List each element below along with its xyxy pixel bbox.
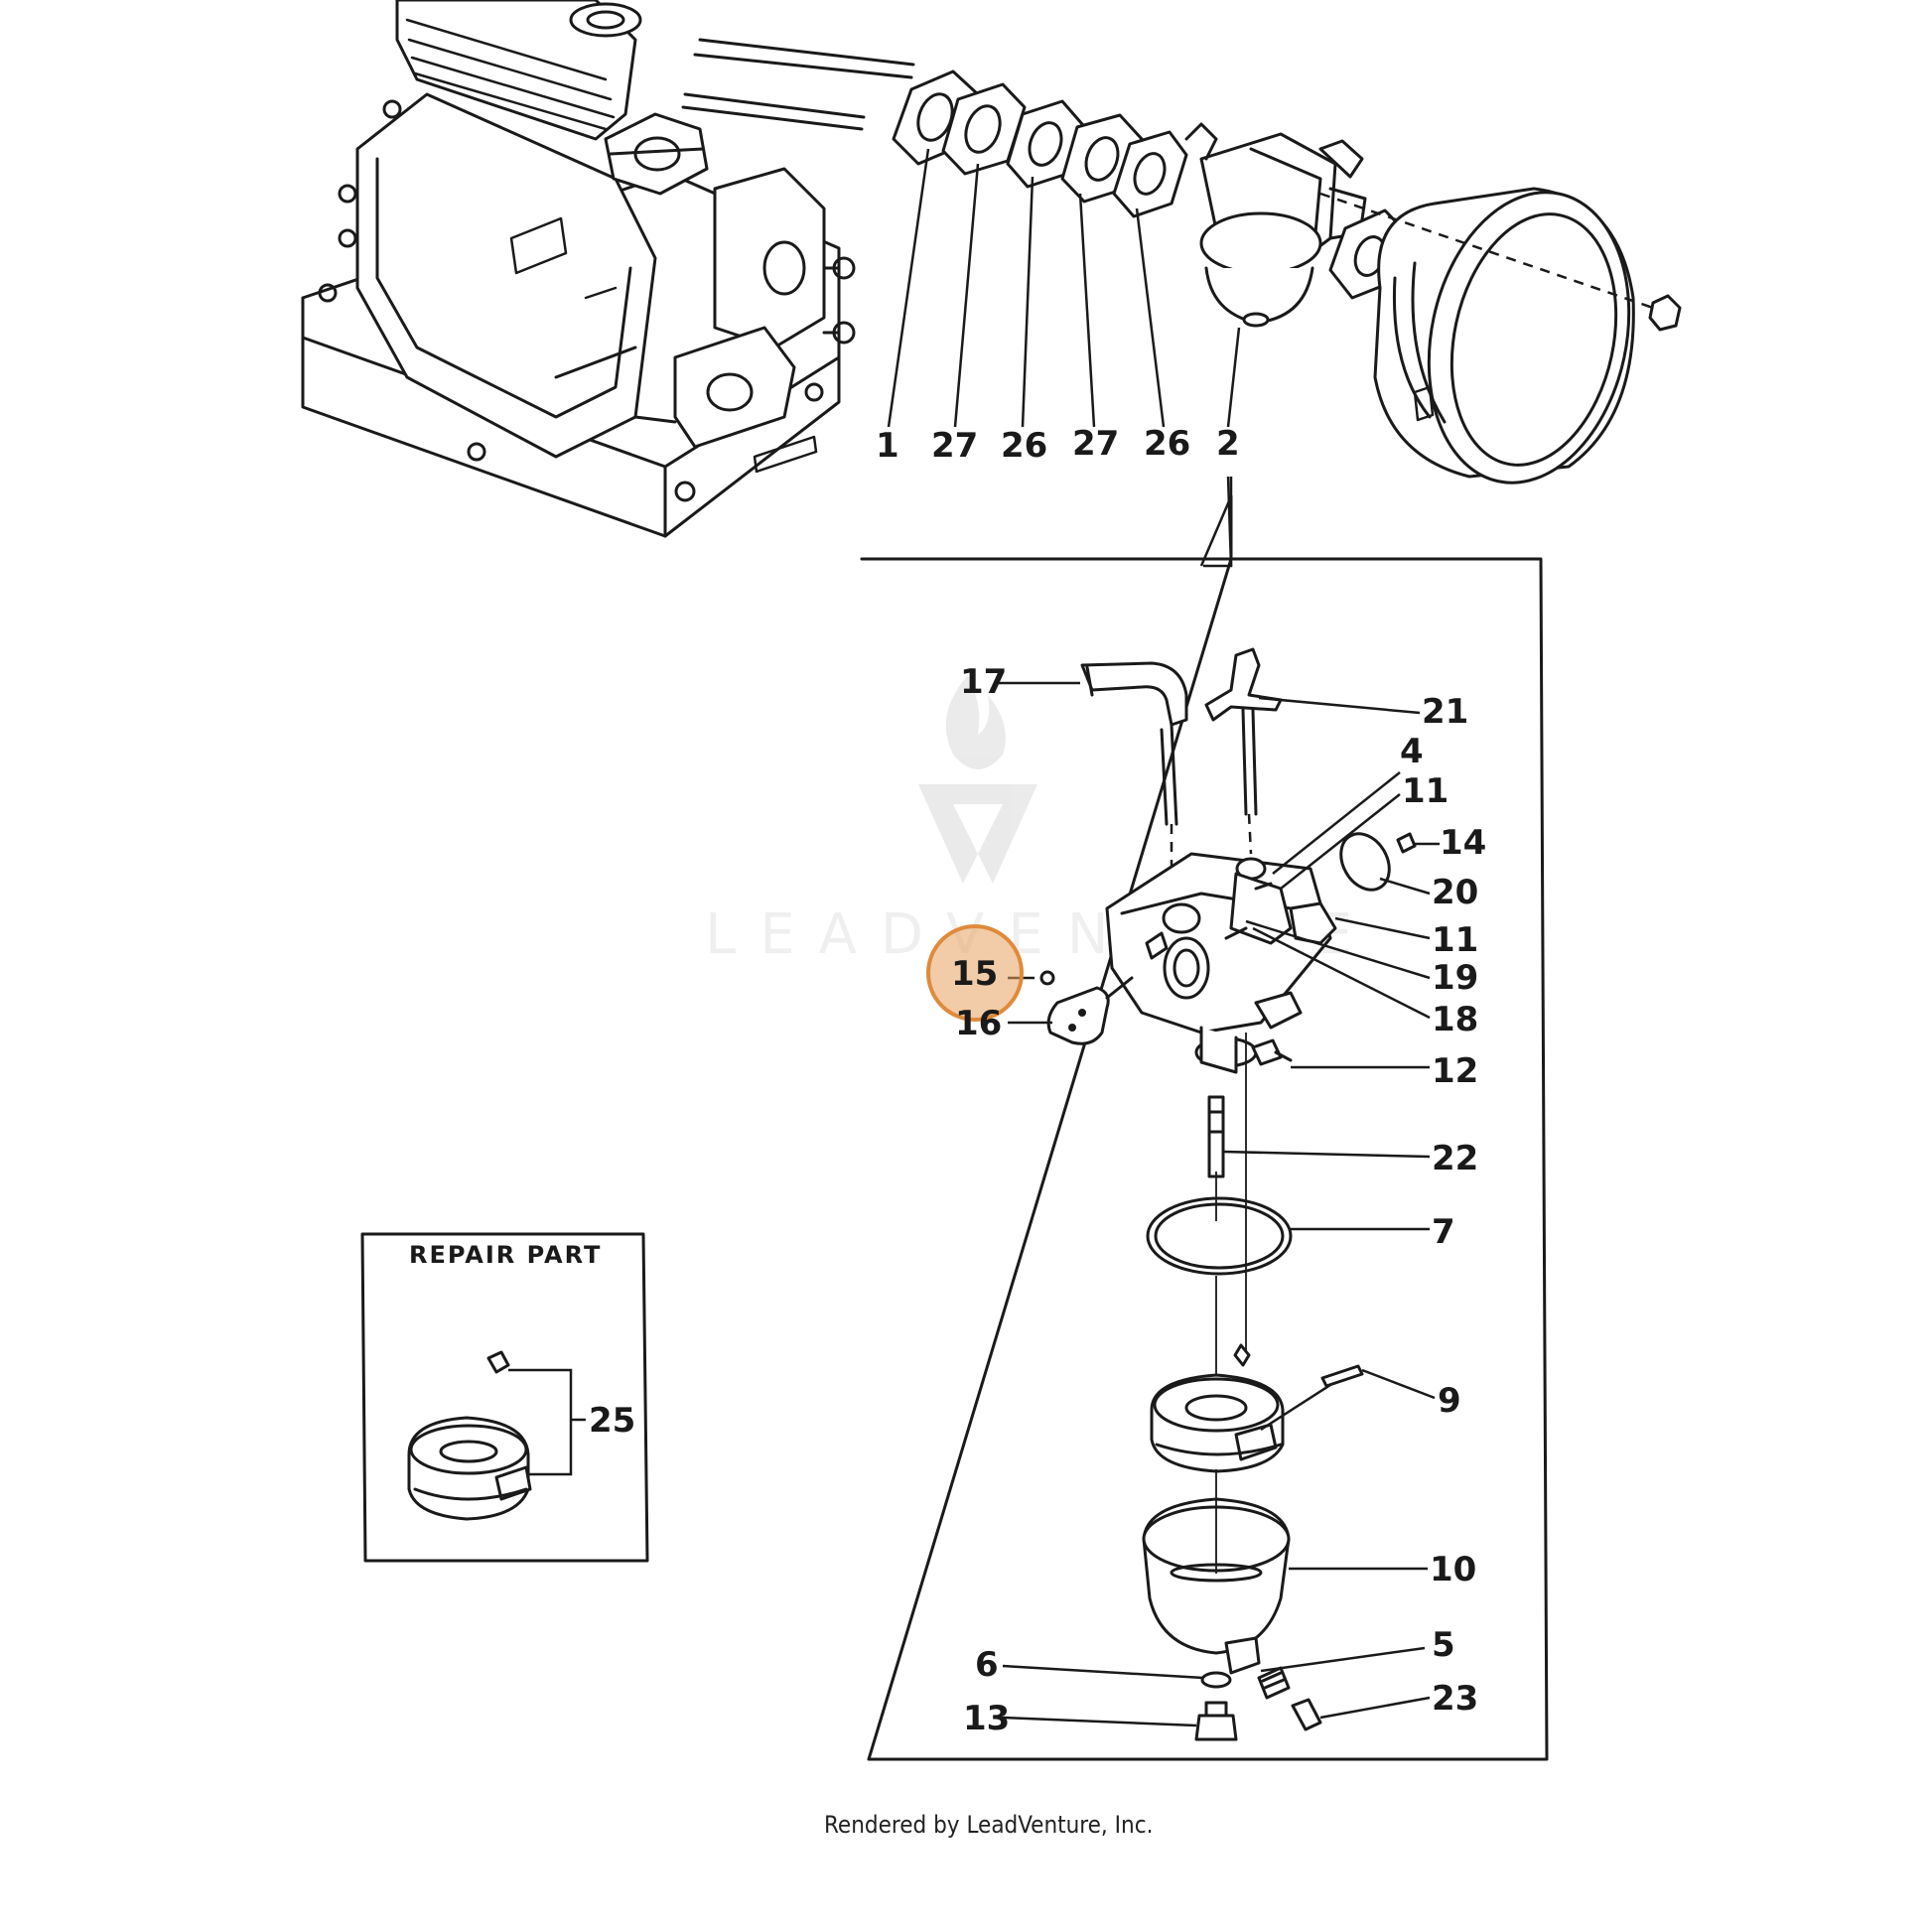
callout-20[interactable]: 20 xyxy=(1432,873,1478,912)
callout-13[interactable]: 13 xyxy=(963,1699,1010,1738)
gasket-stack-illustration xyxy=(892,69,1188,218)
repair-part-box xyxy=(360,1232,649,1563)
callout-1[interactable]: 1 xyxy=(876,426,899,466)
callout-27-b[interactable]: 27 xyxy=(1072,424,1119,464)
callout-23[interactable]: 23 xyxy=(1432,1679,1478,1719)
carburetor-exploded-parts xyxy=(1039,647,1417,1741)
footer-caption: Rendered by LeadVenture, Inc. xyxy=(824,1811,1153,1839)
carburetor-detail-box xyxy=(860,494,1549,1761)
part-15-highlight[interactable] xyxy=(926,924,1024,1022)
callout-25[interactable]: 25 xyxy=(589,1401,635,1441)
callout-26-a[interactable]: 26 xyxy=(1001,426,1047,466)
callout-21[interactable]: 21 xyxy=(1422,692,1468,732)
callout-22[interactable]: 22 xyxy=(1432,1139,1478,1178)
callout-5[interactable]: 5 xyxy=(1432,1625,1455,1665)
carburetor-assembly-illustration xyxy=(1184,122,1412,328)
top-leader-lines xyxy=(887,148,1241,568)
callout-9[interactable]: 9 xyxy=(1438,1381,1461,1421)
callout-10[interactable]: 10 xyxy=(1430,1550,1476,1589)
callout-12[interactable]: 12 xyxy=(1432,1051,1478,1091)
repair-part-title: REPAIR PART xyxy=(409,1241,602,1269)
callout-26-b[interactable]: 26 xyxy=(1144,424,1190,464)
callout-11-a[interactable]: 11 xyxy=(1402,771,1449,811)
callout-11-b[interactable]: 11 xyxy=(1432,920,1478,960)
callout-17[interactable]: 17 xyxy=(960,662,1007,702)
callout-16[interactable]: 16 xyxy=(955,1004,1002,1043)
air-cleaner-cover-illustration xyxy=(1319,187,1682,484)
detail-leader-lines xyxy=(998,681,1440,1727)
callout-7[interactable]: 7 xyxy=(1432,1212,1455,1252)
callout-14[interactable]: 14 xyxy=(1440,823,1486,863)
engine-block-illustration xyxy=(301,0,915,538)
callout-4[interactable]: 4 xyxy=(1400,732,1424,771)
callout-15[interactable]: 15 xyxy=(951,954,998,994)
callout-27-a[interactable]: 27 xyxy=(931,426,978,466)
callout-19[interactable]: 19 xyxy=(1432,958,1478,998)
leadventure-watermark xyxy=(918,675,1037,884)
callout-18[interactable]: 18 xyxy=(1432,1000,1478,1039)
callout-6[interactable]: 6 xyxy=(975,1645,999,1685)
callout-2[interactable]: 2 xyxy=(1216,424,1240,464)
